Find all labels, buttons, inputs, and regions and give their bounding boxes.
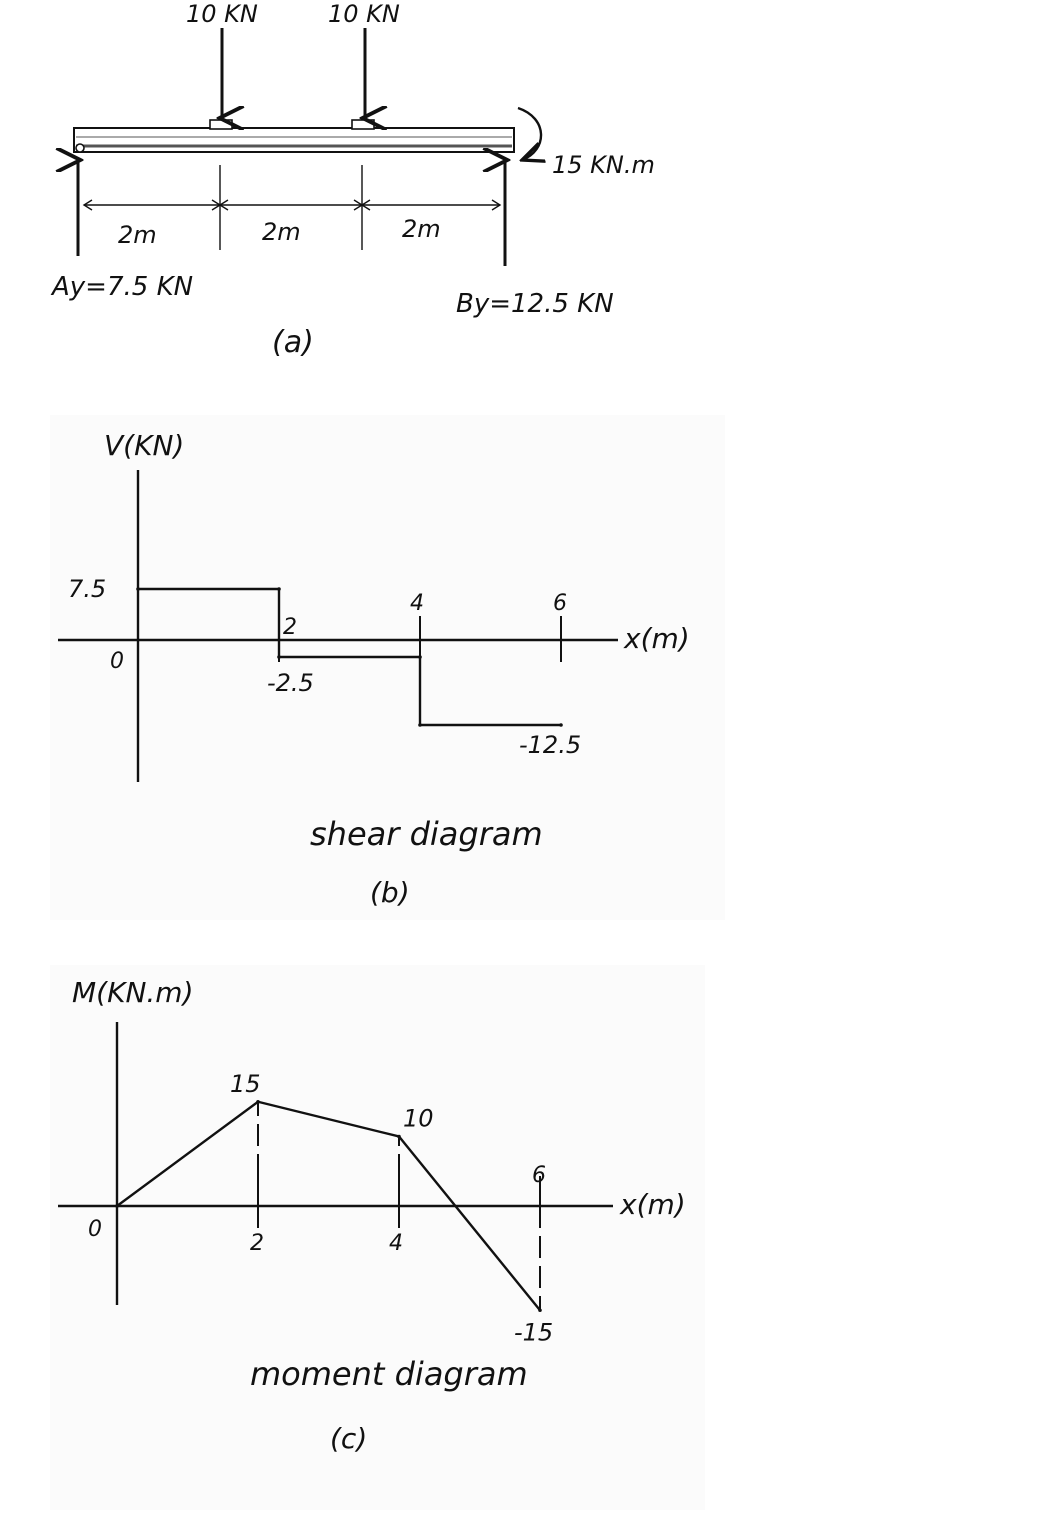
moment-x-axis-label: x(m) [619, 1188, 686, 1221]
moment-data-label: 15 [230, 1070, 261, 1098]
beam [73, 127, 515, 153]
figure-b-label: (b) [370, 876, 410, 909]
shear-y-axis-label: V(KN) [104, 429, 184, 462]
moment-data-label: -15 [514, 1318, 553, 1346]
moment-diagram: M(KN.m) x(m) 0 2 4 6 15 10 -15 moment diagram… [50, 965, 705, 1510]
moment-series-line [116, 1100, 541, 1312]
span-1-label: 2m [118, 221, 157, 249]
shear-point [418, 723, 422, 727]
moment-caption: moment diagram [250, 1355, 528, 1393]
shear-tick-label: 6 [553, 591, 567, 616]
load-plate-1 [209, 119, 233, 130]
span-2-label: 2m [262, 218, 301, 246]
shear-tick-label: 2 [283, 615, 297, 640]
reaction-b-label: By=12.5 KN [456, 289, 614, 319]
moment-plot: 2 4 6 15 10 -15 [115, 1070, 553, 1346]
load-plate-2 [351, 119, 375, 130]
beam-diagram: 10 KN 10 KN 15 KN.m 2m 2m 2m Ay=7.5 KN B… [50, 0, 655, 360]
figure-a-label: (a) [272, 325, 314, 360]
load-2-label: 10 KN [328, 0, 400, 28]
shear-origin-label: 0 [110, 649, 124, 674]
shear-x-axis-label: x(m) [623, 622, 690, 655]
shear-panel-bg [50, 415, 725, 920]
moment-arrow [517, 106, 541, 160]
moment-origin-label: 0 [88, 1217, 102, 1242]
shear-point [136, 587, 140, 591]
moment-tick-label: 2 [250, 1231, 264, 1256]
span-3-label: 2m [402, 215, 441, 243]
shear-plot: 2 4 6 7.5 -2.5 -12.5 [68, 575, 581, 759]
shear-diagram: V(KN) x(m) 0 2 4 6 7.5 -2.5 -12.5 shear diagr… [50, 415, 725, 920]
dim-arrowheads [82, 199, 502, 211]
shear-tick-label: 4 [410, 591, 424, 616]
moment-label: 15 KN.m [552, 151, 655, 179]
shear-data-label: 7.5 [68, 575, 106, 603]
shear-point [277, 587, 281, 591]
moment-data-label: 10 [403, 1105, 434, 1133]
shear-caption: shear diagram [310, 815, 543, 853]
shear-data-label: -12.5 [519, 731, 581, 759]
load-1-label: 10 KN [186, 0, 258, 28]
reaction-a-label: Ay=7.5 KN [50, 272, 193, 302]
moment-panel-bg [50, 965, 705, 1510]
shear-data-label: -2.5 [267, 669, 314, 697]
moment-y-axis-label: M(KN.m) [72, 976, 194, 1009]
moment-tick-label: 6 [532, 1163, 546, 1188]
moment-point [115, 1204, 119, 1208]
pin-support-a [75, 143, 85, 153]
shear-series-line [138, 587, 561, 727]
figure-c-label: (c) [330, 1422, 367, 1455]
moment-tick-label: 4 [389, 1231, 403, 1256]
shear-point [559, 723, 563, 727]
